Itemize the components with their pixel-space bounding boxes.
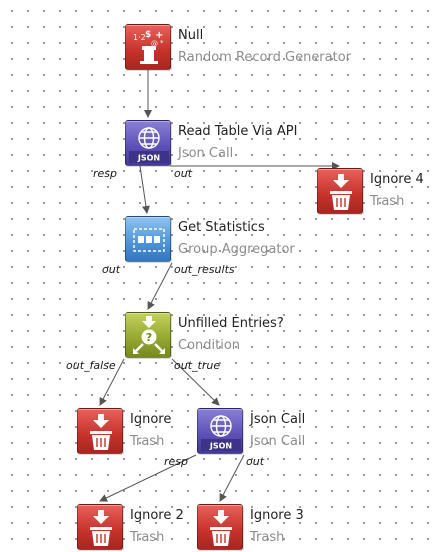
node-ignore3-subtitle: Trash bbox=[250, 530, 285, 545]
node-null-subtitle: Random Record Generator bbox=[178, 50, 352, 65]
wire-read-resp-to-get-stats bbox=[139, 165, 150, 214]
node-ignore2-title: Ignore 2 bbox=[130, 508, 184, 523]
wire-json-out-to-ignore3 bbox=[219, 454, 245, 502]
globe-icon: JSON bbox=[125, 120, 171, 166]
aggregator-icon bbox=[125, 216, 171, 262]
node-ignore-title: Ignore bbox=[130, 412, 172, 427]
svg-text:?: ? bbox=[146, 331, 152, 344]
svg-text:*: * bbox=[160, 39, 164, 47]
globe-icon: JSON bbox=[197, 408, 243, 454]
json-badge-text: JSON bbox=[137, 154, 160, 163]
wire-condition-true-to-json-call bbox=[171, 358, 220, 406]
node-get-statistics-subtitle: Group Aggregator bbox=[178, 242, 295, 257]
node-read-table-title: Read Table Via API bbox=[178, 124, 298, 139]
wire-condition-false-to-ignore bbox=[99, 358, 125, 406]
node-ignore4-title: Ignore 4 bbox=[370, 172, 424, 187]
json-badge-text: JSON bbox=[209, 442, 232, 451]
node-ignore4-subtitle: Trash bbox=[370, 194, 405, 209]
node-ignore-subtitle: Trash bbox=[130, 434, 165, 449]
node-read-table-subtitle: Json Call bbox=[178, 146, 234, 161]
node-json-call-subtitle: Json Call bbox=[250, 434, 306, 449]
port-label-json-out: out bbox=[246, 455, 265, 468]
svg-text:$: $ bbox=[145, 30, 151, 40]
svg-text:+: + bbox=[155, 30, 163, 41]
wire-json-resp-to-ignore2 bbox=[99, 454, 197, 502]
node-ignore2-subtitle: Trash bbox=[130, 530, 165, 545]
port-label-cond-out-true: out_true bbox=[174, 359, 221, 372]
node-ignore3-title: Ignore 3 bbox=[250, 508, 304, 523]
wire-stats-results-to-condition bbox=[147, 262, 173, 310]
port-label-json-resp: resp bbox=[164, 455, 189, 468]
node-null-title: Null bbox=[178, 28, 204, 43]
svg-text:1·2: 1·2 bbox=[133, 33, 146, 42]
port-label-read-resp: resp bbox=[93, 167, 118, 180]
trash-icon bbox=[77, 408, 123, 454]
svg-text:@: @ bbox=[151, 40, 158, 48]
port-label-read-out: out bbox=[174, 167, 193, 180]
trash-icon bbox=[77, 504, 123, 550]
port-label-stats-out-results: out_results bbox=[174, 263, 235, 276]
magic-hat-icon: 1·2 $ + @ * bbox=[125, 24, 171, 70]
port-label-stats-out: out bbox=[102, 263, 121, 276]
trash-icon bbox=[317, 168, 363, 214]
question-icon: ? bbox=[125, 312, 171, 358]
port-label-cond-out-false: out_false bbox=[66, 359, 116, 372]
node-get-statistics-title: Get Statistics bbox=[178, 220, 265, 235]
trash-icon bbox=[197, 504, 243, 550]
node-json-call-title: Json Call bbox=[250, 412, 306, 427]
node-unfilled-entries-title: Unfilled Entries? bbox=[178, 316, 284, 331]
node-unfilled-entries-subtitle: Condition bbox=[178, 338, 241, 353]
